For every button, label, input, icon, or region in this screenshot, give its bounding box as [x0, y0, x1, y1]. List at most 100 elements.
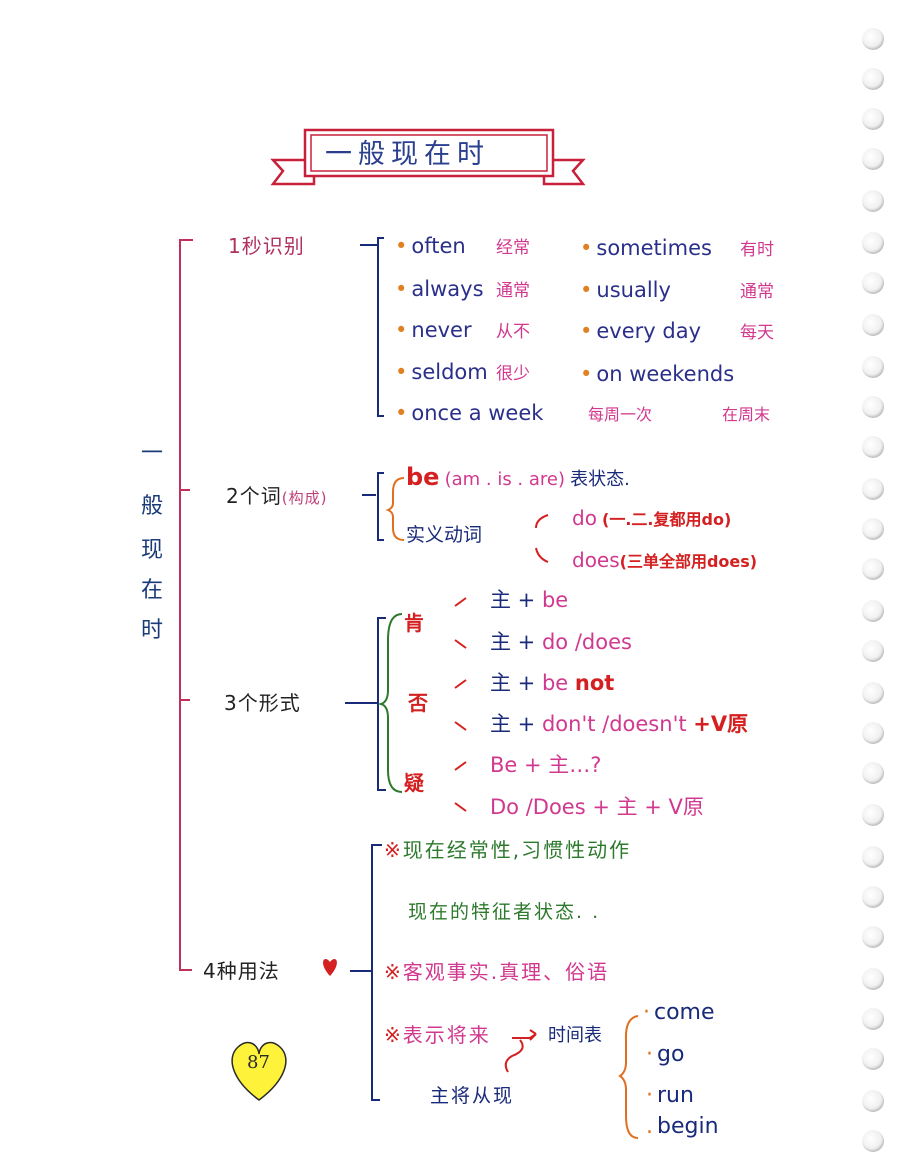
binder-hole — [862, 886, 884, 908]
branch4-label: 4种用法 — [203, 959, 280, 983]
keyword-cn: 通常 — [740, 282, 774, 302]
keyword-en: •usually — [580, 278, 671, 302]
binder-hole — [862, 968, 884, 990]
binder-hole — [862, 68, 884, 90]
binder-hole — [862, 722, 884, 744]
form-row: 主 + be not — [490, 671, 615, 695]
page-number: 87 — [247, 1052, 270, 1073]
usage-1b: 现在的特征者状态. . — [408, 901, 601, 923]
be-word: be — [406, 463, 440, 491]
keyword-item: •never — [395, 320, 472, 341]
does-line: does(三单全部用does) — [572, 550, 757, 570]
binder-hole — [862, 1048, 884, 1070]
keyword-cn: 每天 — [740, 323, 774, 343]
verb-label: 实义动词 — [406, 524, 483, 546]
binder-hole — [862, 272, 884, 294]
verb-item: ·go — [646, 1042, 685, 1067]
binder-hole — [862, 478, 884, 500]
verb-item: ·run — [646, 1083, 694, 1108]
branch3-connector — [345, 597, 467, 812]
binder-hole — [862, 600, 884, 622]
keyword-en: •on weekends — [580, 362, 735, 386]
binder-hole — [862, 640, 884, 662]
binder-hole — [862, 190, 884, 212]
keyword-en: •often — [395, 234, 466, 258]
verb-item: ·come — [643, 1000, 715, 1025]
vertical-title-char: 现 — [141, 538, 164, 563]
keyword-cn: 从不 — [496, 322, 530, 342]
does-word: does — [572, 548, 620, 572]
keyword-en: •seldom — [395, 360, 488, 384]
be-meaning: 表状态. — [570, 469, 630, 490]
keyword-item: •sometimes — [580, 238, 712, 259]
binder-hole — [862, 682, 884, 704]
binder-hole — [862, 926, 884, 948]
do-word: do — [572, 506, 597, 530]
binder-hole — [862, 518, 884, 540]
keyword-cn: 经常 — [496, 238, 530, 258]
binder-hole — [862, 396, 884, 418]
keyword-item: •on weekends — [580, 364, 734, 385]
binder-hole — [862, 28, 884, 50]
binder-hole — [862, 1090, 884, 1112]
vertical-title-char: 般 — [141, 494, 164, 519]
keyword-cn: 每周一次 — [588, 405, 653, 424]
binder-hole — [862, 436, 884, 458]
binder-hole — [862, 148, 884, 170]
keyword-item: •always — [395, 279, 484, 300]
branch2-connector — [362, 472, 549, 563]
keyword-cn: 有时 — [740, 240, 774, 260]
binder-hole — [862, 1130, 884, 1152]
vertical-title-char: 在 — [141, 578, 164, 603]
keyword-cn: 很少 — [496, 364, 530, 384]
keyword-cn: 在周末 — [722, 405, 771, 424]
binder-hole — [862, 108, 884, 130]
keyword-item: •often — [395, 236, 466, 257]
vertical-title-char: 时 — [141, 618, 164, 643]
binder-hole — [862, 1008, 884, 1030]
heart-icon — [323, 958, 337, 976]
main-future-label: 主将从现 — [430, 1085, 515, 1107]
branch2-label: 2个词(构成) — [226, 484, 328, 508]
usage-2: ※客观事实.真理、俗语 — [384, 960, 610, 984]
form-row: 主 + do /does — [490, 630, 632, 654]
binder-hole — [862, 232, 884, 254]
keyword-en: •never — [395, 318, 472, 342]
form-row: 主 + don't /doesn't +V原 — [490, 712, 749, 736]
keyword-item: •every day — [580, 321, 701, 342]
branch4-connector — [350, 844, 639, 1139]
do-note: (一.二.复都用do) — [602, 510, 732, 529]
do-line: do (一.二.复都用do) — [572, 508, 731, 528]
does-note: (三单全部用does) — [619, 552, 758, 571]
usage-3: ※表示将来 — [384, 1023, 491, 1047]
keyword-cn: 通常 — [496, 281, 530, 301]
keyword-item: •once a week — [395, 403, 543, 424]
binder-hole — [862, 356, 884, 378]
binder-hole — [862, 804, 884, 826]
question-label: 疑 — [404, 771, 424, 795]
usage-1: ※现在经常性,习惯性动作 — [384, 838, 632, 862]
keyword-item: •usually — [580, 280, 671, 301]
form-row: Do /Does + 主 + V原 — [490, 795, 704, 819]
branch1-label: 1秒识别 — [228, 234, 305, 258]
keyword-en: •once a week — [395, 401, 544, 425]
keyword-en: •sometimes — [580, 236, 712, 260]
be-line: be (am . is . are) 表状态. — [406, 465, 630, 489]
keyword-en: •every day — [580, 319, 702, 343]
negative-label: 否 — [408, 691, 428, 715]
be-forms: (am . is . are) — [444, 469, 565, 490]
form-row: Be + 主…? — [490, 753, 602, 777]
form-row: 主 + be — [490, 588, 569, 612]
page-title: 一般现在时 — [325, 139, 490, 170]
branch2-label-sub: (构成) — [281, 489, 328, 507]
timetable-label: 时间表 — [548, 1025, 602, 1046]
keyword-en: •always — [395, 277, 484, 301]
vertical-title-char: 一 — [141, 441, 164, 466]
keyword-item: •seldom — [395, 362, 488, 383]
page-number-heart — [231, 1041, 287, 1101]
main-bracket — [179, 239, 193, 971]
title-banner — [270, 128, 586, 186]
branch3-label: 3个形式 — [224, 691, 301, 715]
binder-hole — [862, 558, 884, 580]
